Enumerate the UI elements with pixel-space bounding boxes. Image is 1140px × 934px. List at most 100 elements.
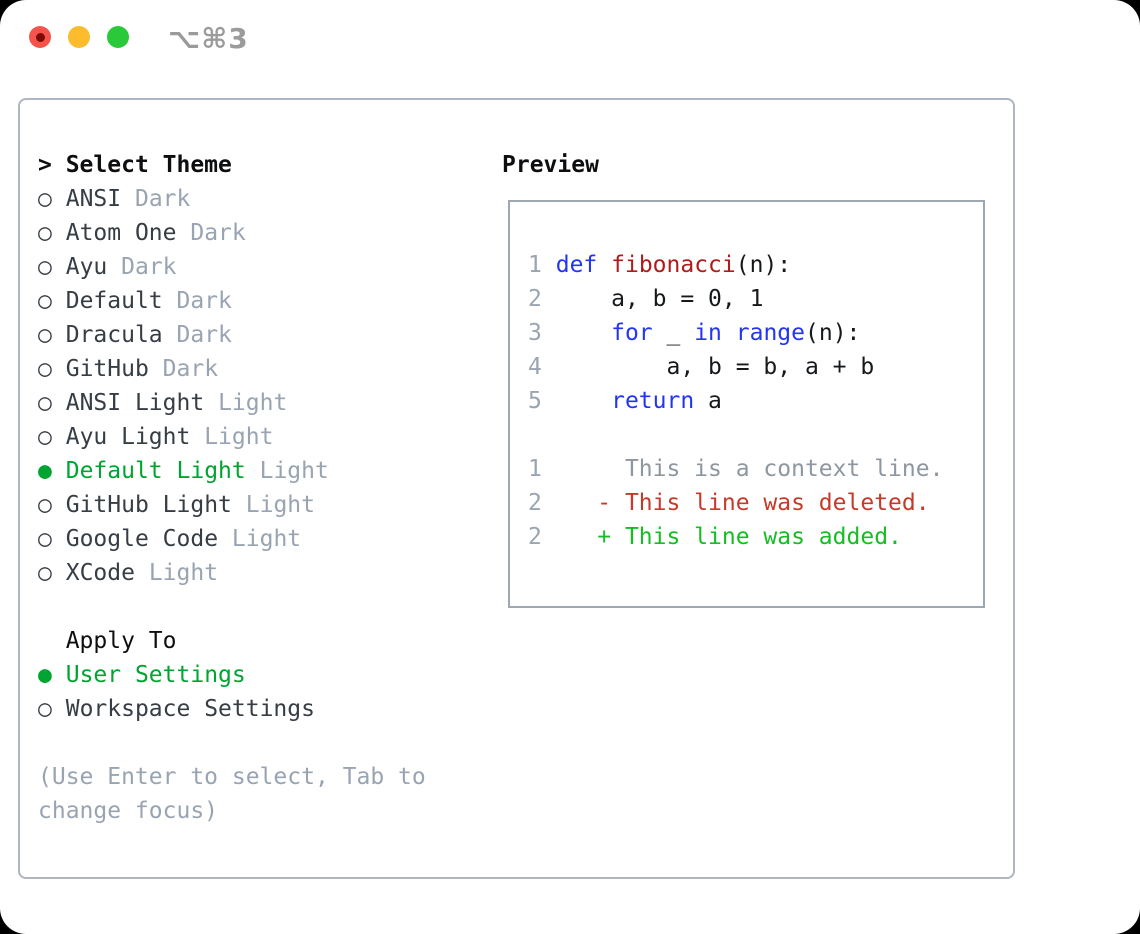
code-token: a <box>694 388 722 414</box>
theme-variant: Dark <box>121 254 177 280</box>
diff-text: + This line was added. <box>541 524 902 550</box>
apply-option-label: Workspace Settings <box>65 696 315 722</box>
gap <box>52 662 66 688</box>
apply-option-workspace-settings[interactable]: ○ Workspace Settings <box>38 692 426 726</box>
radio-icon: ○ <box>38 186 52 212</box>
unsaved-indicator-dot <box>35 32 45 42</box>
gap <box>107 254 121 280</box>
radio-icon: ○ <box>38 560 52 586</box>
radio-icon: ○ <box>38 322 52 348</box>
hint-text: (Use Enter to select, Tab to <box>38 764 426 790</box>
close-button[interactable] <box>29 26 51 48</box>
theme-option-atom-one[interactable]: ○ Atom One Dark <box>38 216 426 250</box>
theme-list-title-row: > Select Theme <box>38 148 426 182</box>
theme-selector-panel: > Select Theme○ ANSI Dark○ Atom One Dark… <box>18 98 1015 879</box>
gap <box>52 390 66 416</box>
gap <box>52 696 66 722</box>
diff-text: This is a context line. <box>541 456 944 482</box>
theme-variant: Light <box>148 560 219 586</box>
line-number: 2 <box>528 286 542 312</box>
theme-option-xcode[interactable]: ○ XCode Light <box>38 556 426 590</box>
theme-list-title: Select Theme <box>65 152 232 178</box>
theme-name: Ayu <box>65 254 108 280</box>
code-token: return <box>611 388 695 414</box>
theme-name: Google Code <box>65 526 219 552</box>
radio-icon: ○ <box>38 220 52 246</box>
code-line: 5 return a <box>528 384 943 418</box>
gap <box>190 424 204 450</box>
radio-icon: ○ <box>38 390 52 416</box>
theme-option-github-light[interactable]: ○ GitHub Light Light <box>38 488 426 522</box>
radio-icon: ○ <box>38 492 52 518</box>
gap <box>149 356 163 382</box>
radio-icon: ○ <box>38 424 52 450</box>
theme-option-default[interactable]: ○ Default Dark <box>38 284 426 318</box>
code-line: 1 def fibonacci(n): <box>528 248 943 282</box>
gap <box>232 492 246 518</box>
apply-to-title: Apply To <box>38 628 177 654</box>
line-number: 1 <box>528 456 542 482</box>
gap <box>163 288 177 314</box>
line-number: 3 <box>528 320 542 346</box>
line-number: 5 <box>528 388 542 414</box>
code-token: fibonacci <box>611 252 736 278</box>
theme-option-dracula[interactable]: ○ Dracula Dark <box>38 318 426 352</box>
code-token: (n): <box>805 320 861 346</box>
theme-panel-content: > Select Theme○ ANSI Dark○ Atom One Dark… <box>38 148 426 828</box>
code-token: a, b = 0, 1 <box>541 286 764 312</box>
theme-variant: Light <box>245 492 315 518</box>
theme-variant: Dark <box>176 288 232 314</box>
zoom-button[interactable] <box>107 26 129 48</box>
hint-line: change focus) <box>38 794 426 828</box>
radio-icon: ○ <box>38 696 52 722</box>
theme-name: Default <box>65 288 163 314</box>
theme-name: GitHub Light <box>65 492 232 518</box>
theme-name: XCode <box>65 560 135 586</box>
code-line: 3 for _ in range(n): <box>528 316 943 350</box>
gap <box>218 526 232 552</box>
theme-name: ANSI <box>65 186 122 212</box>
code-token: range <box>735 320 806 346</box>
code-token: def <box>555 252 598 278</box>
theme-option-ansi-light[interactable]: ○ ANSI Light Light <box>38 386 426 420</box>
line-number: 4 <box>528 354 542 380</box>
code-token: in <box>694 320 722 346</box>
gap <box>135 560 149 586</box>
theme-variant: Dark <box>162 356 219 382</box>
diff-line-added: 2 + This line was added. <box>528 520 943 554</box>
theme-option-ayu[interactable]: ○ Ayu Dark <box>38 250 426 284</box>
gap <box>52 186 66 212</box>
theme-option-github[interactable]: ○ GitHub Dark <box>38 352 426 386</box>
gap <box>246 458 260 484</box>
line-number: 2 <box>528 490 542 516</box>
diff-line-context: 1 This is a context line. <box>528 452 943 486</box>
apply-option-user-settings[interactable]: ● User Settings <box>38 658 426 692</box>
code-token <box>542 320 611 346</box>
line-number: 2 <box>528 524 542 550</box>
code-token <box>722 320 736 346</box>
gap <box>52 424 66 450</box>
theme-option-ayu-light[interactable]: ○ Ayu Light Light <box>38 420 426 454</box>
spacer-row <box>38 590 426 624</box>
gap <box>121 186 135 212</box>
gap <box>177 220 191 246</box>
theme-option-google-code[interactable]: ○ Google Code Light <box>38 522 426 556</box>
window-shortcut-label: ⌥⌘3 <box>168 22 249 55</box>
theme-name: Ayu Light <box>65 424 191 450</box>
radio-icon: ○ <box>38 356 52 382</box>
gap <box>52 356 66 382</box>
code-token: for <box>611 320 653 346</box>
code-token: a, b = b, a + b <box>541 354 875 380</box>
theme-option-ansi[interactable]: ○ ANSI Dark <box>38 182 426 216</box>
theme-option-default-light[interactable]: ● Default Light Light <box>38 454 426 488</box>
theme-name: GitHub <box>65 356 149 382</box>
gap <box>52 220 66 246</box>
gap <box>52 322 66 348</box>
code-token: (n): <box>735 252 792 278</box>
radio-icon: ○ <box>38 526 52 552</box>
code-token: _ <box>652 320 695 346</box>
apply-option-label: User Settings <box>65 662 246 688</box>
minimize-button[interactable] <box>68 26 90 48</box>
radio-icon: ○ <box>38 254 52 280</box>
